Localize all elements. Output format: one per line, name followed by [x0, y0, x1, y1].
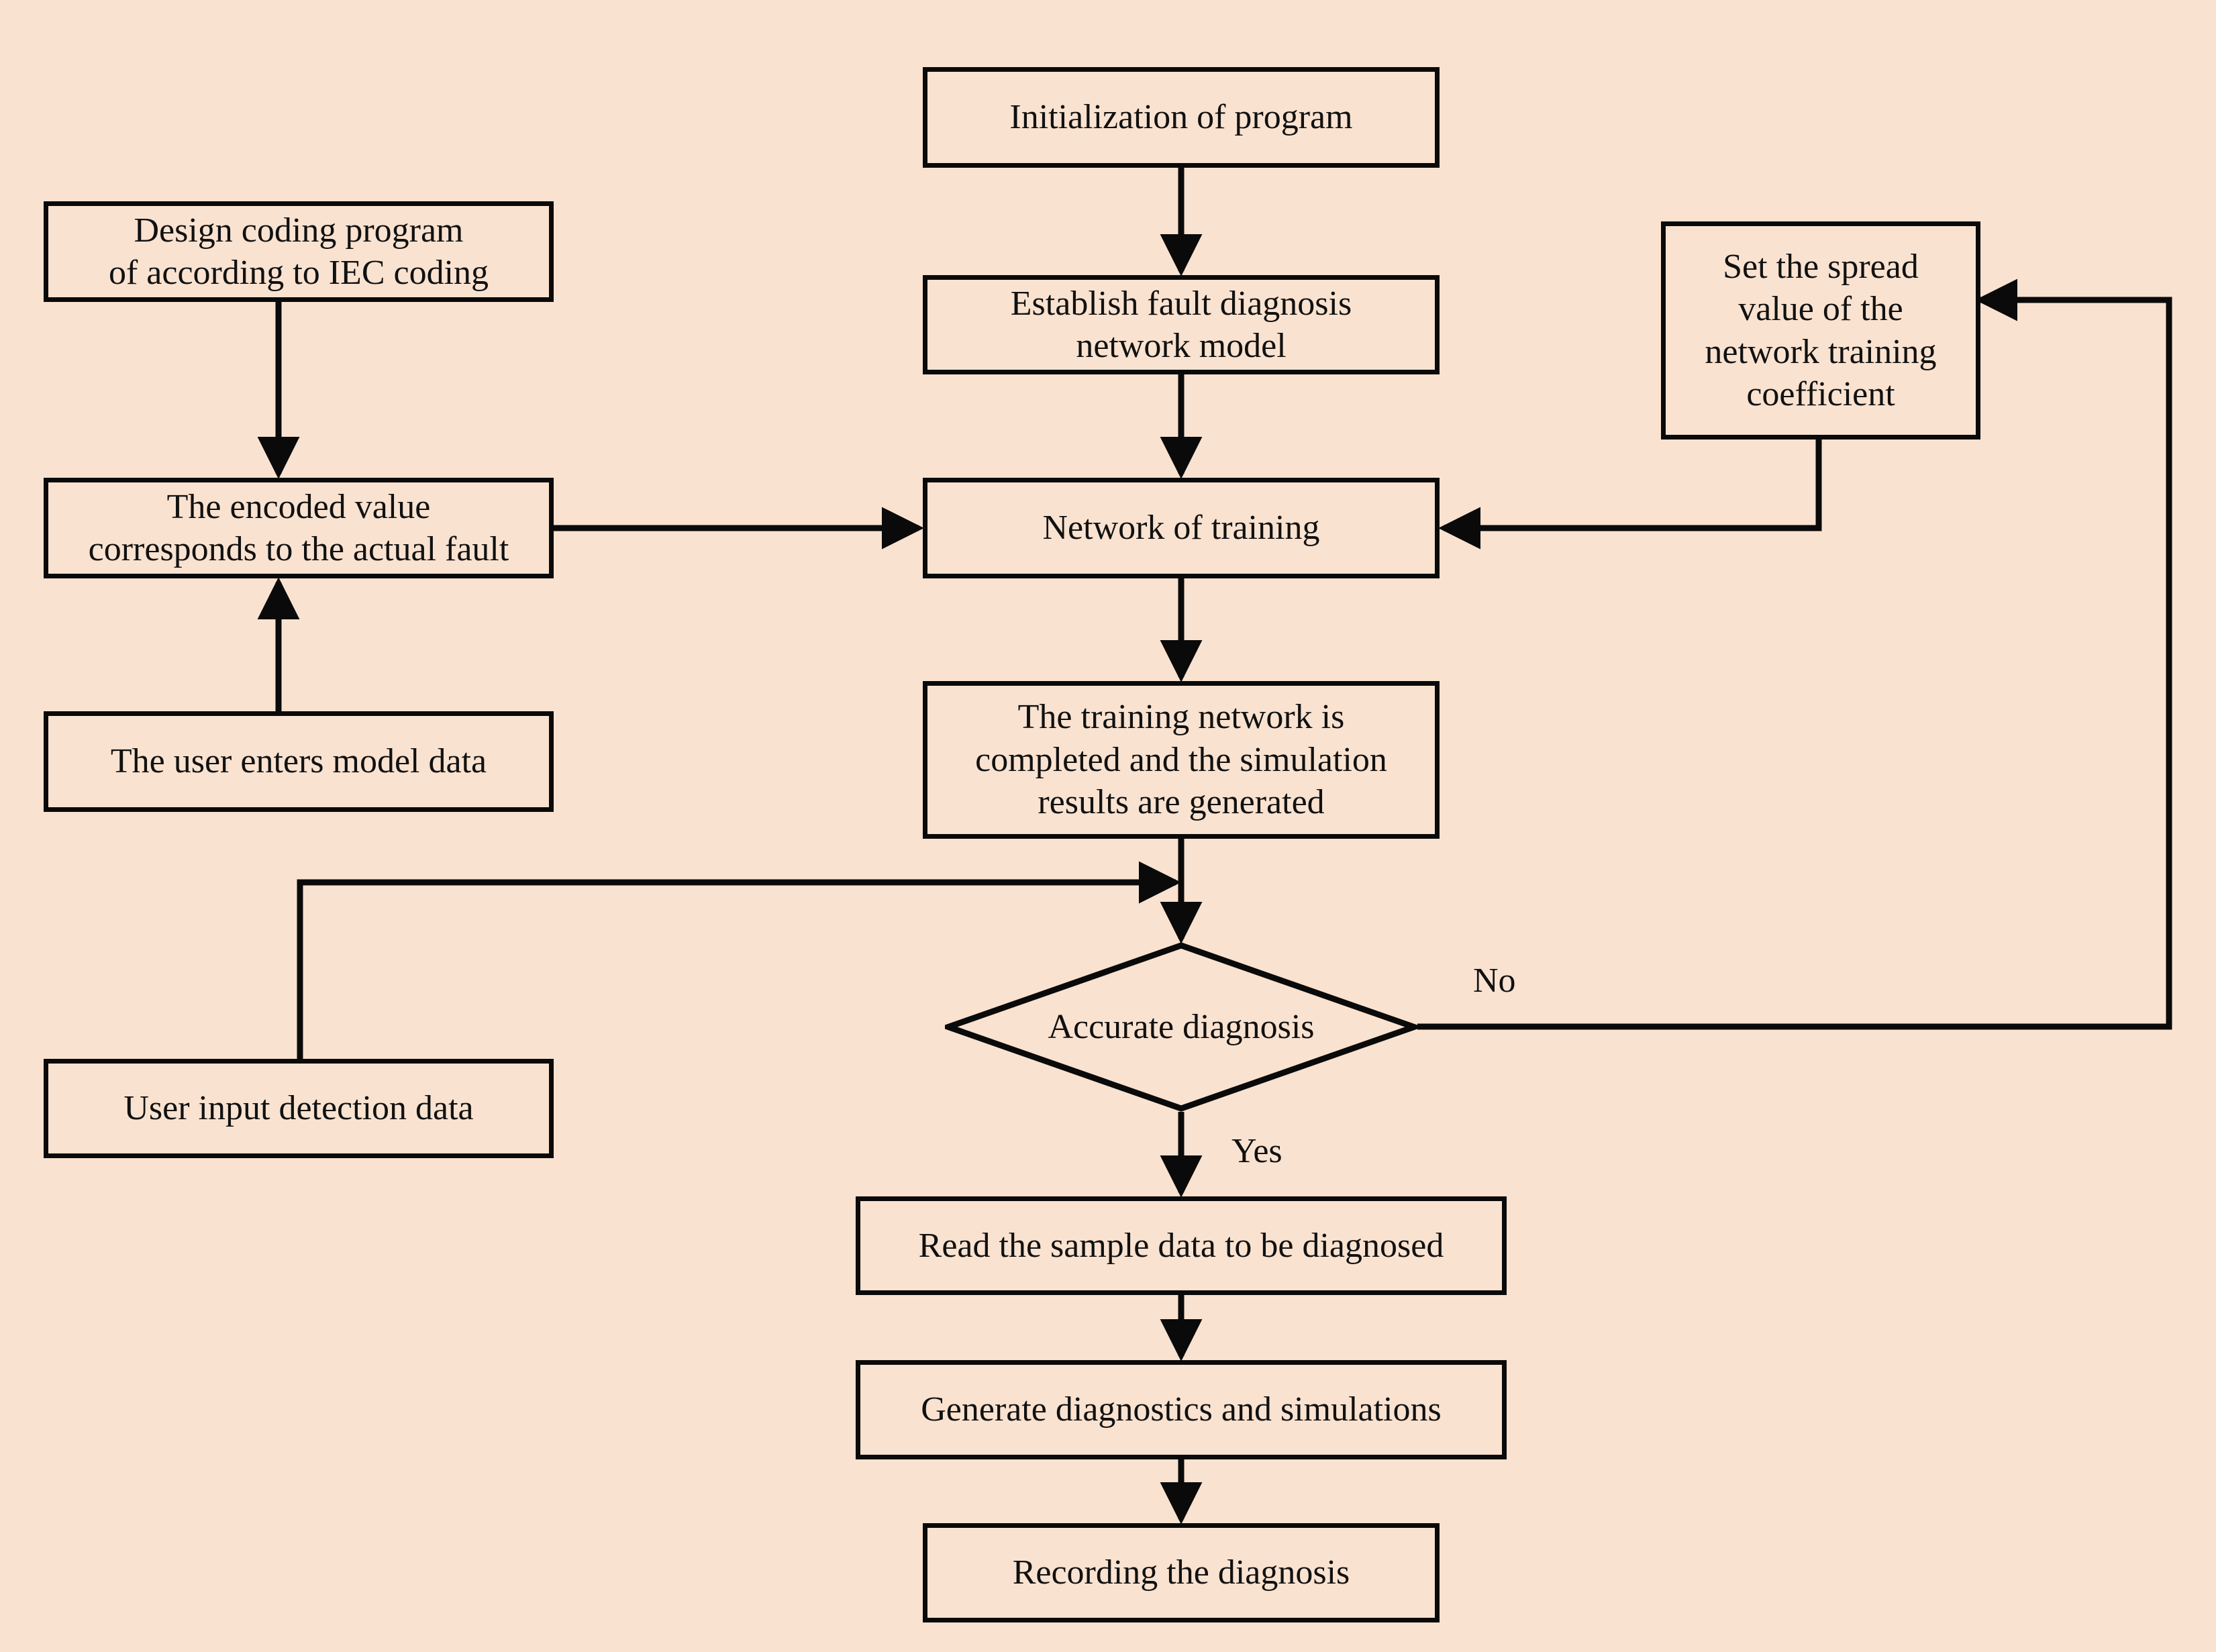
node-network-of-training[interactable]: Network of training — [923, 478, 1440, 578]
node-label: Design coding program of according to IE… — [108, 211, 489, 292]
node-label: Set the spread value of the network trai… — [1705, 247, 1937, 413]
node-label: The user enters model data — [110, 742, 487, 781]
edge-user-detection-to-decision — [297, 861, 1181, 1059]
node-label: The encoded value corresponds to the act… — [88, 487, 509, 568]
node-read-sample-data-to-be-diagnosed[interactable]: Read the sample data to be diagnosed — [856, 1196, 1507, 1295]
node-label: Recording the diagnosis — [1012, 1553, 1350, 1592]
node-recording-the-diagnosis[interactable]: Recording the diagnosis — [923, 1523, 1440, 1622]
node-label: Establish fault diagnosis network model — [1010, 284, 1352, 365]
node-design-coding-program[interactable]: Design coding program of according to IE… — [44, 201, 554, 302]
edge-set-spread-to-network-training — [1438, 440, 1822, 550]
node-label: Initialization of program — [1009, 98, 1353, 137]
edge-label-no: No — [1473, 962, 1516, 1000]
node-label: The training network is completed and th… — [975, 698, 1387, 822]
node-user-input-detection-data[interactable]: User input detection data — [44, 1059, 554, 1158]
node-training-network-completed[interactable]: The training network is completed and th… — [923, 681, 1440, 839]
node-label: Network of training — [1042, 509, 1320, 548]
edge-decision-no-to-set-spread — [1417, 278, 2172, 1030]
node-encoded-value-corresponds-to-actual-fault[interactable]: The encoded value corresponds to the act… — [44, 478, 554, 578]
node-accurate-diagnosis-decision[interactable]: Accurate diagnosis — [945, 942, 1417, 1112]
node-user-enters-model-data[interactable]: The user enters model data — [44, 711, 554, 812]
node-label: Accurate diagnosis — [1048, 1008, 1315, 1046]
node-label: User input detection data — [123, 1089, 474, 1128]
node-set-spread-value[interactable]: Set the spread value of the network trai… — [1661, 221, 1980, 440]
node-label: Read the sample data to be diagnosed — [918, 1226, 1444, 1265]
node-initialization-of-program[interactable]: Initialization of program — [923, 67, 1440, 168]
node-establish-fault-diagnosis-network-model[interactable]: Establish fault diagnosis network model — [923, 275, 1440, 374]
node-generate-diagnostics-and-simulations[interactable]: Generate diagnostics and simulations — [856, 1360, 1507, 1459]
node-label: Generate diagnostics and simulations — [921, 1390, 1442, 1429]
diamond-shape — [945, 942, 1417, 1112]
edge-label-yes: Yes — [1231, 1132, 1282, 1170]
